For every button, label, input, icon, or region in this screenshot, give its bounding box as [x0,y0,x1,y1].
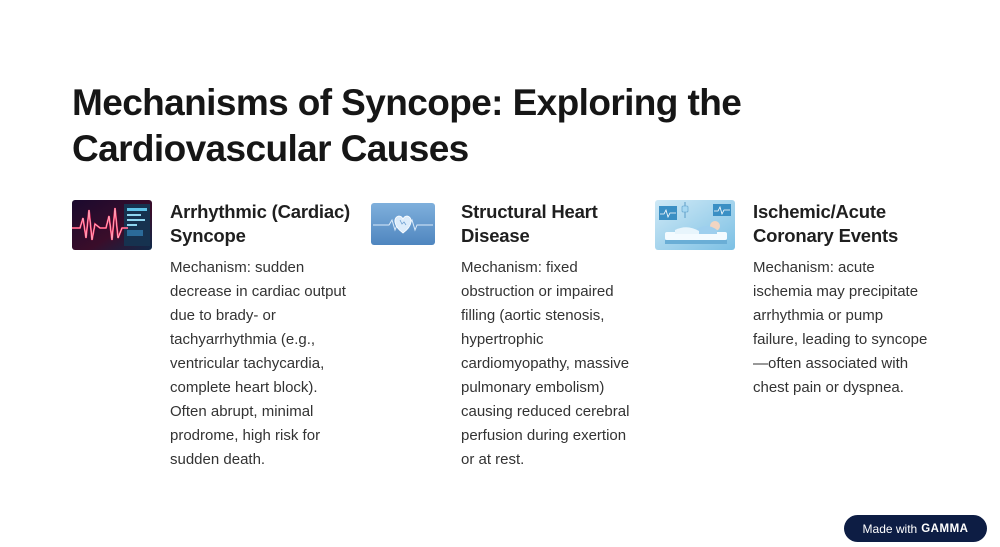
card-body: Mechanism: sudden decrease in cardiac ou… [170,259,346,468]
card-body: Mechanism: acute ischemia may precipitat… [753,259,928,396]
card-heading: Structural Heart Disease [461,201,598,246]
gamma-logo: GAMMA [921,522,969,535]
card-body: Mechanism: fixed obstruction or impaired… [461,259,630,468]
made-with-gamma-badge[interactable]: Made with GAMMA [844,515,987,542]
badge-prefix: Made with [862,521,918,536]
card-heading: Ischemic/Acute Coronary Events [753,201,899,246]
ecg-monitor-icon [72,200,152,250]
card-heading: Arrhythmic (Cardiac) Syncope [170,201,351,246]
hospital-patient-icon [655,200,735,250]
heart-ecg-icon [371,203,435,245]
page-title: Mechanisms of Syncope: Exploring the Car… [72,82,742,169]
